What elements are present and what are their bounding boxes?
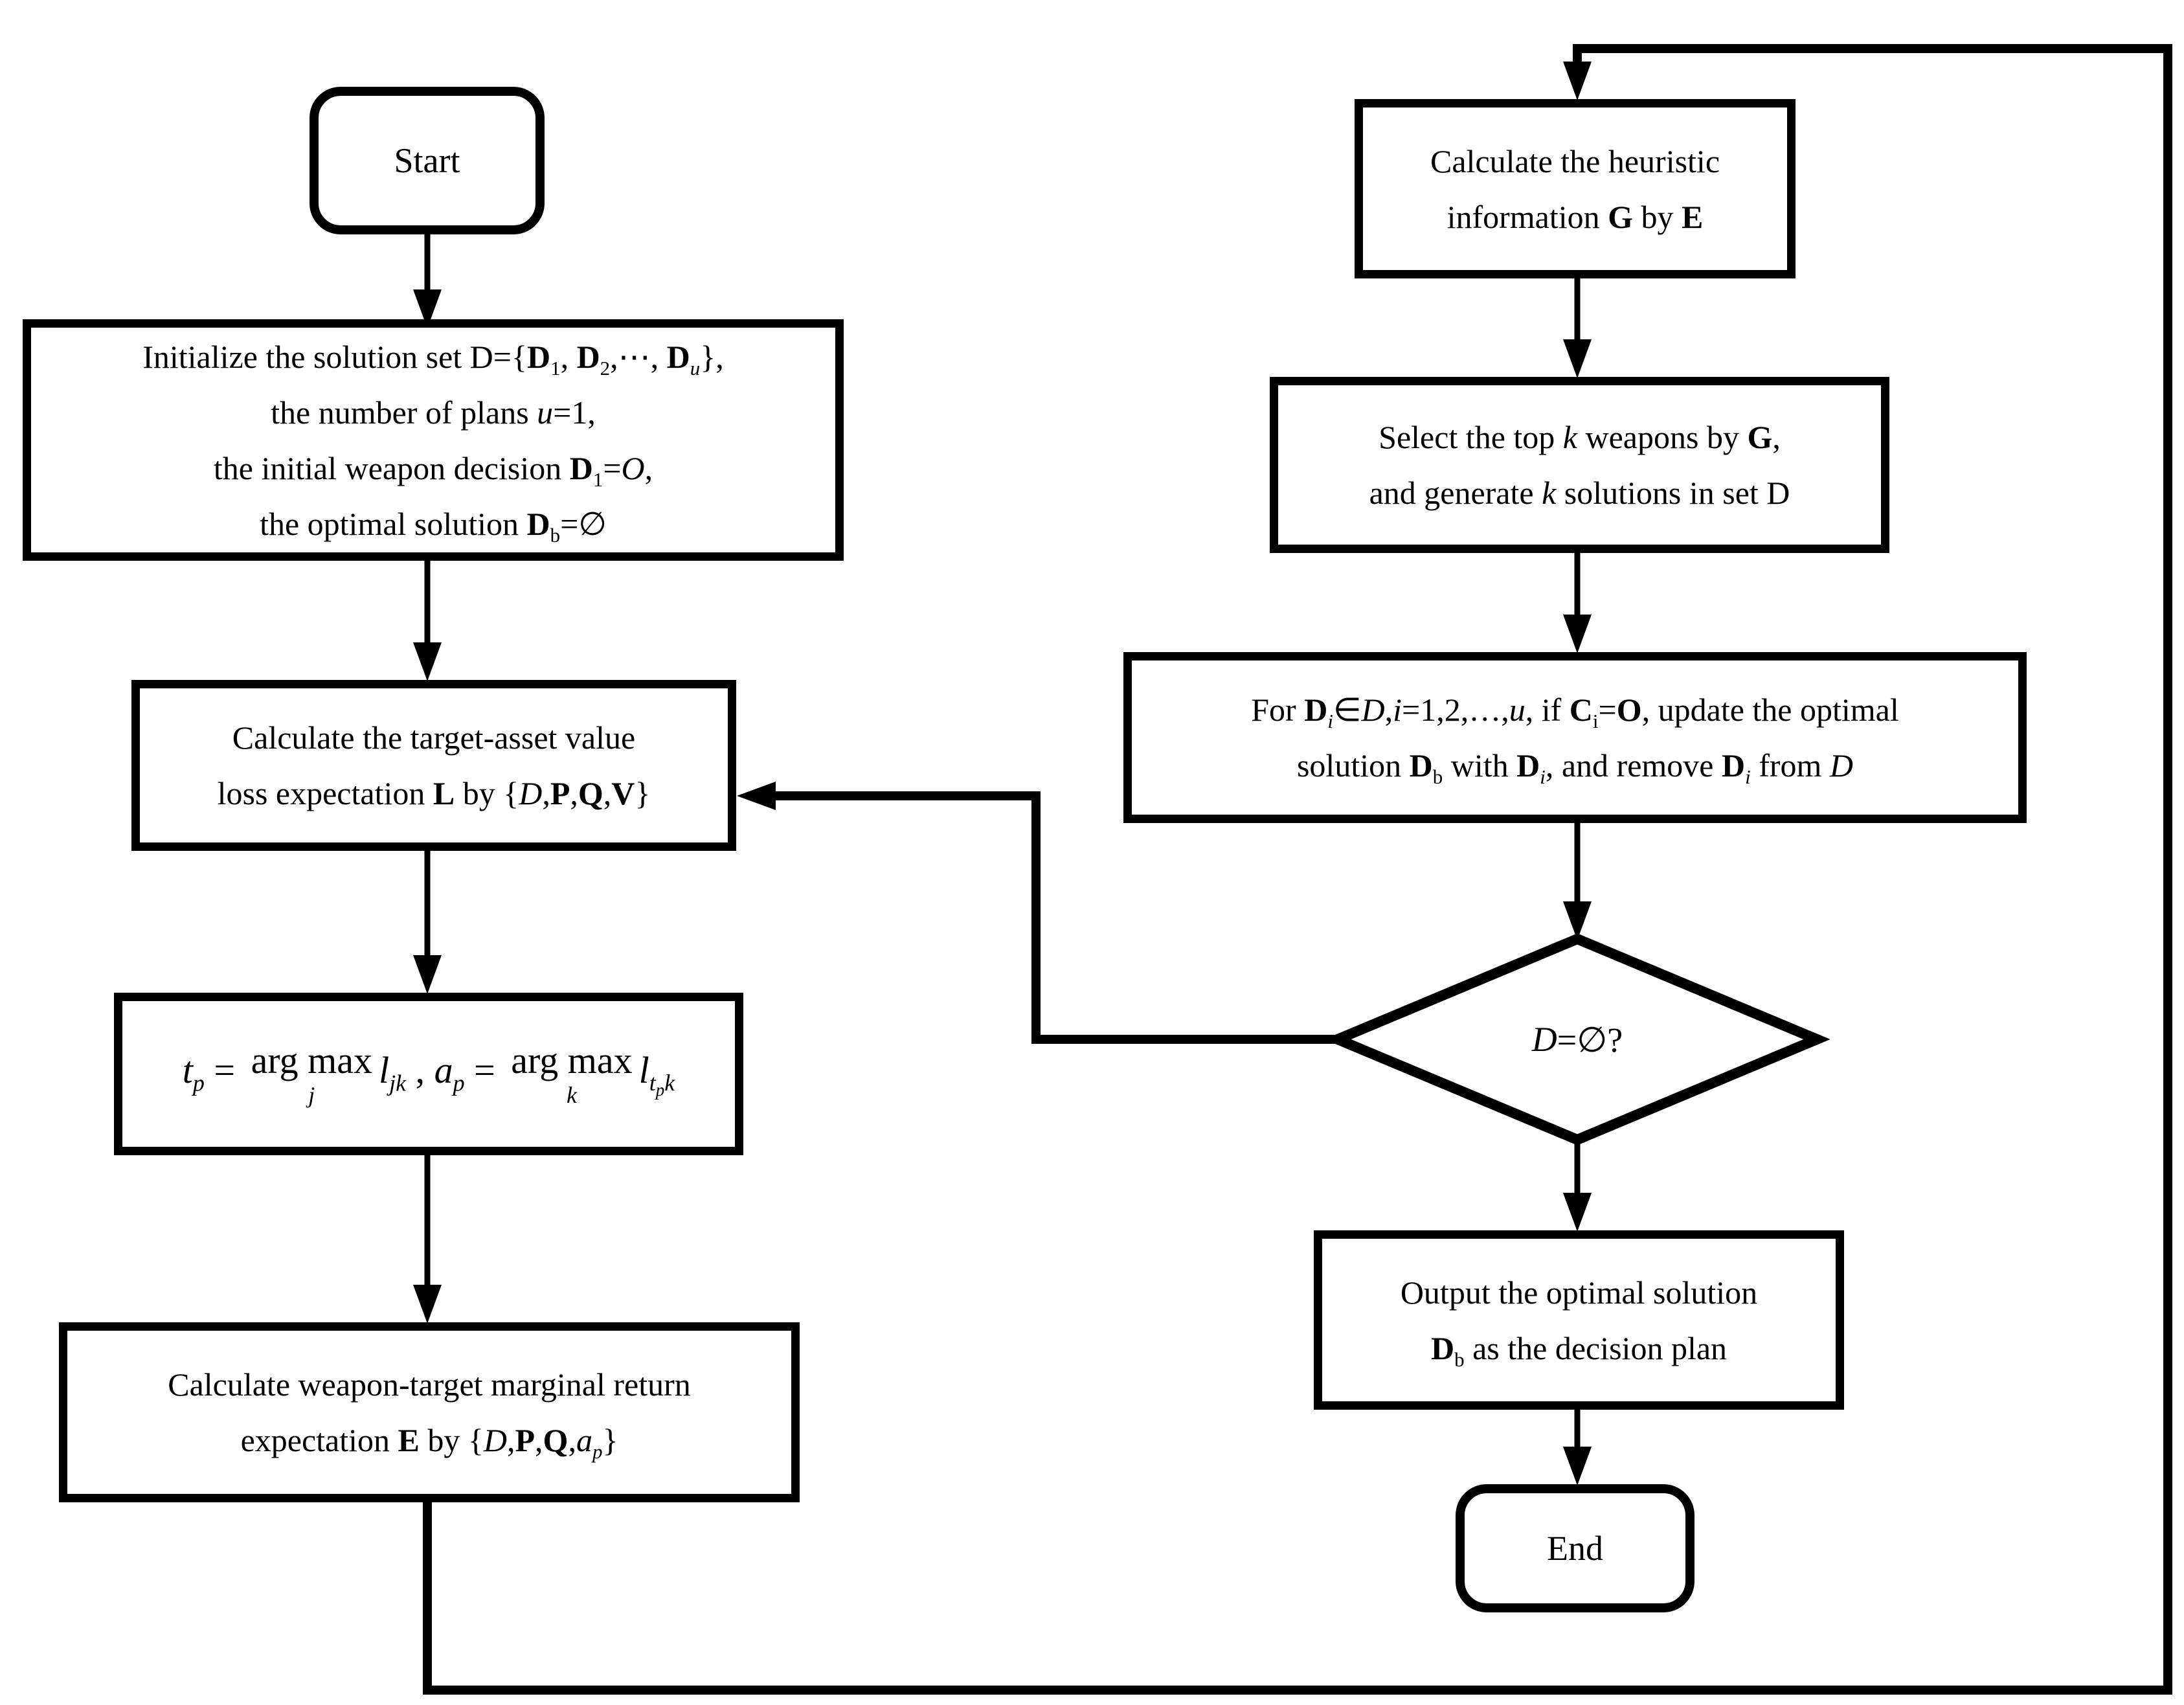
update-optimal-line: solution Db with Di, and remove Di from …: [1296, 747, 1854, 788]
arrowhead: [413, 642, 442, 681]
heuristic-line: information G by E: [1447, 198, 1704, 235]
heuristic-node: Calculate the heuristic information G by…: [1355, 99, 1796, 278]
start-label: Start: [394, 141, 460, 180]
arrowhead: [413, 955, 442, 994]
output-line: Db as the decision plan: [1430, 1329, 1728, 1371]
arrowhead: [1563, 62, 1592, 100]
select-weapons-line: and generate k solutions in set D: [1369, 475, 1790, 511]
end-node: End: [1456, 1484, 1694, 1612]
decision-diamond-shape: [1324, 933, 1830, 1146]
initialize-line: the number of plans u=1,: [271, 394, 596, 431]
target-asset-node: Calculate the target-asset value loss ex…: [131, 680, 736, 851]
arrowhead: [1563, 339, 1592, 378]
arrowhead: [413, 289, 442, 328]
start-node: Start: [310, 87, 545, 234]
output-line: Output the optimal solution: [1400, 1274, 1758, 1311]
output-node: Output the optimal solution Db as the de…: [1314, 1230, 1844, 1410]
loop-marginal-to-heuristic: [423, 44, 2172, 1695]
select-weapons-line: Select the top k weapons by G,: [1379, 419, 1781, 455]
target-asset-line: loss expectation L by {D,P,Q,V}: [217, 775, 651, 811]
initialize-line: the initial weapon decision D1=O,: [213, 449, 653, 491]
loop-decision-to-target: [776, 791, 1338, 1044]
target-asset-line: Calculate the target-asset value: [232, 719, 636, 756]
marginal-return-node: Calculate weapon-target marginal return …: [59, 1322, 800, 1502]
initialize-line: Initialize the solution set D={D1, D2,⋯,…: [142, 338, 724, 379]
arrowhead: [1563, 1447, 1592, 1485]
initialize-node: Initialize the solution set D={D1, D2,⋯,…: [23, 319, 844, 561]
update-optimal-node: For Di∈D,i=1,2,…,u, if Ci=O, update the …: [1123, 652, 2027, 823]
marginal-return-line: expectation E by {D,P,Q,ap}: [240, 1422, 618, 1463]
heuristic-line: Calculate the heuristic: [1430, 142, 1720, 179]
marginal-return-line: Calculate weapon-target marginal return: [168, 1366, 691, 1403]
end-label: End: [1547, 1529, 1603, 1568]
initialize-line: the optimal solution Db=∅: [260, 505, 607, 547]
arrowhead: [413, 1285, 442, 1324]
arrowhead: [1563, 1193, 1592, 1232]
decision-label: D=∅?: [1531, 1020, 1623, 1059]
select-weapons-node: Select the top k weapons by G, and gener…: [1270, 377, 1889, 553]
arrowhead: [1563, 615, 1592, 653]
arrowhead: [1563, 901, 1592, 940]
update-optimal-line: For Di∈D,i=1,2,…,u, if Ci=O, update the …: [1251, 692, 1899, 732]
arrowhead: [737, 782, 776, 810]
